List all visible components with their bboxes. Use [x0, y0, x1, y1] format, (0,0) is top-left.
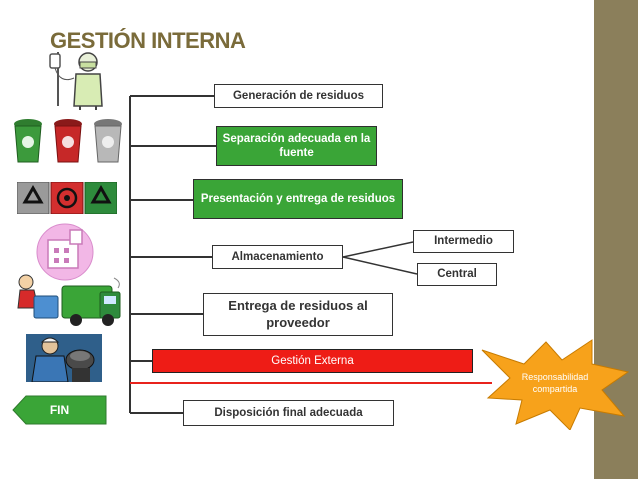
worker-barrel-icon: [26, 334, 102, 382]
fin-label: FIN: [49, 403, 70, 417]
almacenamiento-box: Almacenamiento: [212, 245, 343, 269]
central-box: Central: [417, 263, 497, 286]
storage-building-icon: [36, 223, 94, 281]
page-title: GESTIÓN INTERNA: [50, 28, 246, 53]
gestion-externa-box: Gestión Externa: [152, 349, 473, 373]
waste-bins-icon: [14, 119, 122, 163]
generacion-box: Generación de residuos: [214, 84, 383, 108]
intermedio-box: Intermedio: [413, 230, 514, 253]
disposicion-box: Disposición final adecuada: [183, 400, 394, 426]
waste-symbols-icon: [17, 182, 117, 214]
separacion-box: Separación adecuada en la fuente: [216, 126, 377, 166]
garbage-truck-icon: [17, 274, 121, 326]
fin-arrow-shape: [12, 395, 107, 425]
nurse-icon: [49, 52, 103, 110]
presentacion-box: Presentación y entrega de residuos: [193, 179, 403, 219]
responsabilidad-label: Responsabilidad compartida: [521, 372, 589, 394]
fin-arrow: FIN: [12, 395, 107, 425]
entrega-box: Entrega de residuos al proveedor: [203, 293, 393, 336]
burst-shape: [481, 339, 630, 431]
responsabilidad-burst: Responsabilidad compartida: [480, 338, 630, 431]
